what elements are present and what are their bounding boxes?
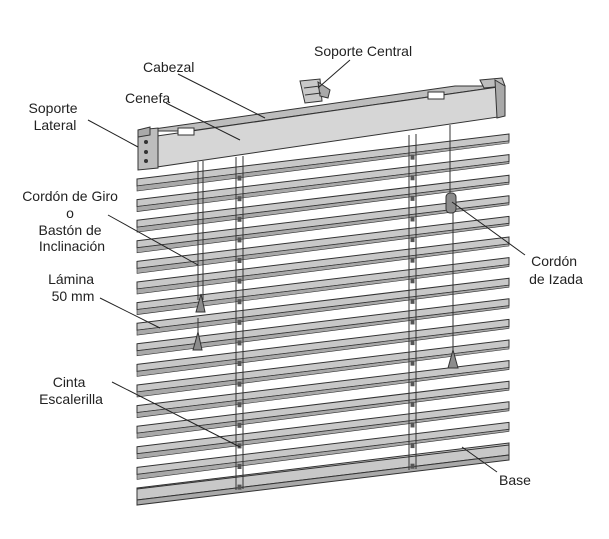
label-lamina: Lámina 50 mm — [48, 271, 98, 304]
ladder-tape-knot — [237, 443, 242, 449]
label-cordon-giro-line-3: Bastón de — [39, 222, 102, 238]
ladder-tape-knot — [410, 154, 415, 160]
central-bracket — [299, 78, 331, 104]
ladder-tape-knot — [410, 175, 415, 181]
ladder-tape-knot — [410, 237, 415, 243]
ladder-tape-knot — [237, 258, 242, 264]
headrail-notch-right — [427, 91, 445, 100]
ladder-tape-knot — [410, 443, 415, 449]
label-cabezal: Cabezal — [143, 59, 194, 75]
ladder-tape-knot — [237, 278, 242, 284]
ladder-tape-knot — [410, 257, 415, 263]
label-cordon-giro-line-4: Inclinación — [39, 238, 105, 254]
ladder-tape-knot — [237, 319, 242, 325]
leader-lines — [87, 59, 526, 473]
label-cordon-izada: Cordón de Izada — [529, 253, 583, 287]
label-lamina-line-1: Lámina — [48, 271, 94, 287]
label-soporte-lateral-line-1: Soporte — [29, 100, 78, 116]
side-bracket — [137, 126, 159, 171]
label-cenefa: Cenefa — [125, 90, 170, 106]
headrail-notch-left — [177, 127, 195, 136]
ladder-tape-knot — [237, 237, 242, 243]
tilt-cord — [192, 161, 206, 351]
ladder-tape-knot — [237, 175, 242, 181]
ladder-tape-knot — [237, 402, 242, 408]
label-soporte-lateral: Soporte Lateral — [29, 100, 82, 133]
label-cordon-giro-line-2: o — [66, 205, 74, 221]
ladder-tape-knot — [410, 195, 415, 201]
side-bracket-right — [479, 77, 506, 119]
label-cinta-escalerilla: Cinta Escalerilla — [39, 374, 103, 407]
label-cordon-giro: Cordón de Giro o Bastón de Inclinación — [22, 188, 122, 254]
ladder-tape-knot — [410, 319, 415, 325]
ladder-tape-knot — [237, 464, 242, 470]
label-soporte-lateral-line-2: Lateral — [34, 117, 77, 133]
label-lamina-line-2: 50 mm — [52, 288, 95, 304]
label-cordon-giro-line-1: Cordón de Giro — [22, 188, 118, 204]
ladder-tape-knot — [410, 401, 415, 407]
labels: Soporte Central Cabezal Cenefa Soporte L… — [22, 43, 583, 488]
ladder-tape-knots — [237, 154, 415, 490]
ladder-tapes — [235, 134, 417, 490]
label-cordon-izada-line-1: Cordón — [531, 253, 577, 269]
label-cordon-izada-line-2: de Izada — [529, 271, 583, 287]
ladder-tape-knot — [237, 299, 242, 305]
headrail — [139, 85, 506, 169]
ladder-tape-knot — [237, 484, 242, 490]
ladder-tape-knot — [410, 463, 415, 469]
tilt-cord-tassel-upper — [195, 293, 206, 313]
ladder-tape-knot — [410, 216, 415, 222]
label-cinta-line-2: Escalerilla — [39, 391, 103, 407]
label-soporte-central: Soporte Central — [314, 43, 412, 59]
ladder-tape-knot — [410, 422, 415, 428]
ladder-tape-knot — [237, 340, 242, 346]
label-base: Base — [499, 472, 531, 488]
ladder-tape-knot — [237, 422, 242, 428]
lift-cord-cord-lock — [445, 192, 457, 214]
tilt-cord-tassel-lower — [192, 331, 203, 351]
ladder-tape-knot — [410, 381, 415, 387]
ladder-tape-knot — [237, 196, 242, 202]
lift-cord — [445, 125, 459, 369]
label-cinta-line-1: Cinta — [53, 374, 86, 390]
ladder-tape-knot — [237, 381, 242, 387]
ladder-tape-knot — [410, 298, 415, 304]
ladder-tape-knot — [237, 216, 242, 222]
lift-cord-tassel — [447, 348, 459, 369]
ladder-tape-knot — [410, 340, 415, 346]
ladder-tape-knot — [237, 361, 242, 367]
ladder-tape-knot — [410, 360, 415, 366]
ladder-tape-knot — [410, 278, 415, 284]
